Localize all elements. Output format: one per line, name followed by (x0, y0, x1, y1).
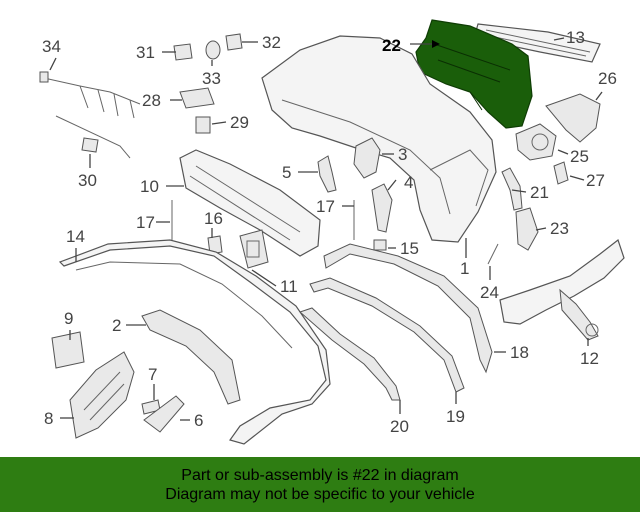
callout-10: 10 (140, 177, 159, 196)
part-26-bracket[interactable] (545, 93, 601, 143)
part-6-bracket[interactable] (143, 395, 185, 433)
part-9-plate[interactable] (51, 331, 85, 369)
info-banner: Part or sub-assembly is #22 in diagram D… (0, 457, 640, 512)
part-33-ring[interactable] (205, 40, 221, 60)
callout-15: 15 (400, 239, 419, 258)
callout-33: 33 (202, 69, 221, 88)
callout-4: 4 (404, 173, 413, 192)
part-1-bumper-cover[interactable] (261, 35, 497, 243)
callout-6: 6 (194, 411, 203, 430)
callout-3: 3 (398, 145, 407, 164)
part-30-strap[interactable] (55, 115, 131, 159)
callout-29: 29 (230, 113, 249, 132)
banner-line-part-info: Part or sub-assembly is #22 in diagram (181, 466, 459, 484)
callout-22: 22 (382, 36, 401, 55)
callout-1: 1 (460, 259, 469, 278)
part-4-bracket[interactable] (371, 183, 393, 233)
callout-18: 18 (510, 343, 529, 362)
callout-32: 32 (262, 33, 281, 52)
part-11-plate[interactable] (239, 229, 269, 269)
part-16-clip[interactable] (207, 235, 223, 255)
callout-27: 27 (586, 171, 605, 190)
callout-2: 2 (112, 316, 121, 335)
callout-20: 20 (390, 417, 409, 436)
callout-numbers: 1 2 3 4 5 6 7 8 9 10 11 12 13 14 15 16 1… (42, 28, 617, 436)
callout-17-left: 17 (136, 213, 155, 232)
part-29-clip[interactable] (195, 116, 211, 134)
part-23-bracket[interactable] (515, 207, 539, 251)
part-2-diffuser[interactable] (141, 309, 241, 405)
part-12-tow-hitch[interactable] (499, 239, 625, 341)
part-25-housing[interactable] (515, 123, 557, 161)
leader-lines (49, 37, 603, 421)
callout-24: 24 (480, 283, 499, 302)
callout-8: 8 (44, 409, 53, 428)
part-10-absorber[interactable] (179, 149, 321, 257)
callout-25: 25 (570, 147, 589, 166)
callout-30: 30 (78, 171, 97, 190)
callout-31: 31 (136, 43, 155, 62)
callout-17-right: 17 (316, 197, 335, 216)
callout-7: 7 (148, 365, 157, 384)
part-15-clip[interactable] (373, 239, 387, 251)
banner-line-disclaimer: Diagram may not be specific to your vehi… (165, 485, 475, 503)
callout-21: 21 (530, 183, 549, 202)
parts-diagram: 1 2 3 4 5 6 7 8 9 10 11 12 13 14 15 16 1… (39, 19, 625, 445)
callout-34: 34 (42, 37, 61, 56)
part-28-cover[interactable] (179, 87, 215, 109)
part-21-reflector[interactable] (501, 167, 523, 211)
part-20-strip[interactable] (299, 307, 401, 401)
callout-9: 9 (64, 309, 73, 328)
part-24-pin[interactable] (487, 243, 499, 265)
callout-5: 5 (282, 163, 291, 182)
callout-28: 28 (142, 91, 161, 110)
callout-13: 13 (566, 28, 585, 47)
part-22-highlighted[interactable] (415, 19, 533, 129)
callout-23: 23 (550, 219, 569, 238)
callout-14: 14 (66, 227, 85, 246)
callout-19: 19 (446, 407, 465, 426)
callout-16: 16 (204, 209, 223, 228)
callout-12: 12 (580, 349, 599, 368)
part-27-sensor[interactable] (553, 161, 569, 185)
callout-11: 11 (280, 277, 298, 296)
part-3-bracket[interactable] (353, 137, 381, 179)
part-34-harness[interactable] (39, 71, 141, 119)
part-18-strip[interactable] (323, 243, 493, 374)
part-5-bracket[interactable] (317, 155, 337, 193)
part-32-holder[interactable] (225, 33, 243, 51)
callout-26: 26 (598, 69, 617, 88)
part-31-sensor[interactable] (173, 43, 193, 61)
part-8-bracket[interactable] (69, 351, 135, 439)
part-14-lower-panel[interactable] (58, 239, 331, 445)
